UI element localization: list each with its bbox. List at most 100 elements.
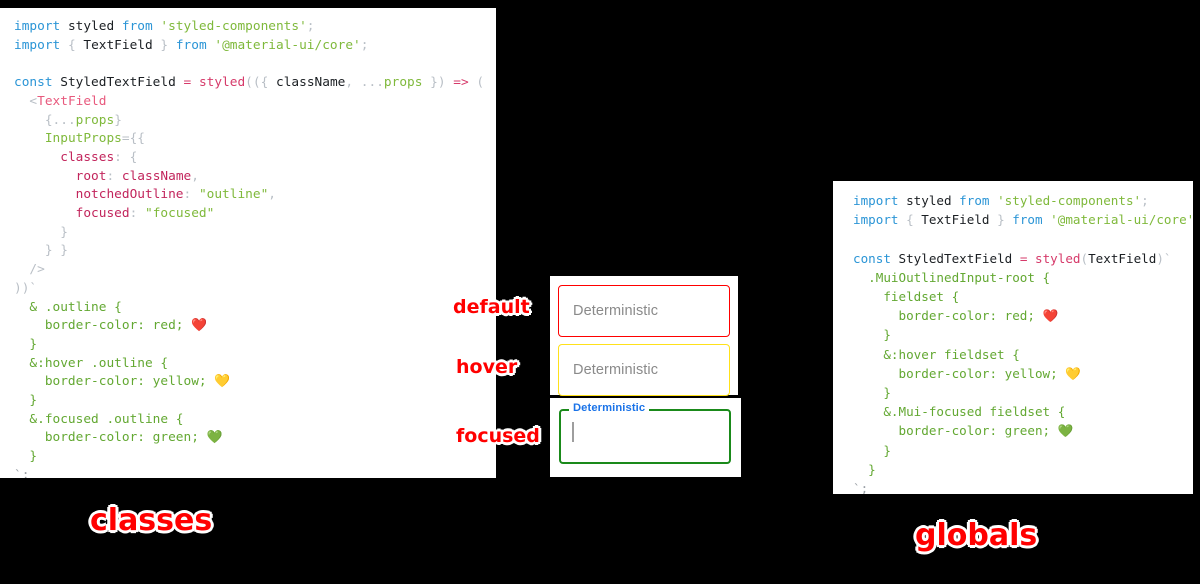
- code-token: & .outline {: [14, 299, 122, 315]
- code-block-classes: import styled from 'styled-components';i…: [14, 18, 496, 478]
- code-line: &.Mui-focused fieldset {: [853, 402, 1193, 421]
- code-panel-globals: import styled from 'styled-components';i…: [833, 181, 1193, 494]
- code-token: from: [1004, 212, 1051, 228]
- code-token: notchedOutline: [75, 187, 184, 203]
- code-token: StyledTextField: [60, 75, 184, 91]
- code-line: <TextField: [14, 93, 496, 112]
- code-token: TextField: [83, 37, 153, 53]
- code-token: '@material-ui/core': [214, 37, 361, 53]
- code-line: [853, 229, 1193, 248]
- code-token: '@material-ui/core': [1050, 212, 1193, 228]
- code-token: ,: [268, 187, 276, 203]
- code-token: 'styled-components': [160, 19, 307, 34]
- code-token: &:hover fieldset {: [853, 346, 1020, 362]
- code-line: import styled from 'styled-components';: [853, 191, 1193, 210]
- code-token: =>: [453, 75, 477, 91]
- code-line: }: [853, 383, 1193, 402]
- code-token: props: [383, 75, 423, 91]
- code-line: &.focused .outline {: [14, 411, 496, 430]
- code-line: const StyledTextField = styled(TextField…: [853, 249, 1193, 268]
- code-token: [14, 187, 76, 202]
- textfield-hover-value: Deterministic: [573, 362, 659, 378]
- code-token: ;: [360, 37, 369, 53]
- code-token: TextField: [1088, 250, 1157, 266]
- code-token: <: [14, 93, 38, 109]
- code-line: .MuiOutlinedInput-root {: [853, 268, 1193, 287]
- code-line: }: [14, 448, 496, 467]
- code-line: border-color: green; 💚: [853, 421, 1193, 440]
- textfield-default[interactable]: Deterministic: [558, 285, 730, 337]
- code-token: :: [106, 168, 122, 184]
- code-token: ...: [360, 75, 384, 91]
- code-line: classes: {: [14, 149, 496, 168]
- code-token: import: [853, 193, 907, 208]
- code-token: &.Mui-focused fieldset {: [853, 404, 1066, 420]
- annotation-classes-caption: classes: [90, 503, 213, 538]
- code-token: } }: [14, 243, 68, 259]
- code-token: StyledTextField: [898, 250, 1020, 266]
- code-token: &:hover .outline {: [14, 355, 169, 371]
- code-token: 💚: [206, 430, 223, 446]
- code-token: {: [260, 75, 277, 91]
- code-line: focused: "focused": [14, 205, 496, 224]
- code-token: }: [853, 442, 891, 458]
- code-line: border-color: red; ❤️: [853, 306, 1193, 325]
- code-token: styled: [67, 19, 122, 34]
- code-token: TextField: [921, 212, 990, 228]
- code-token: from: [168, 37, 215, 53]
- code-token: :: [183, 187, 199, 203]
- code-panel-classes: import styled from 'styled-components';i…: [0, 8, 496, 478]
- textfield-focused-outline: [559, 409, 731, 464]
- code-token: {: [906, 212, 922, 228]
- code-token: fieldset {: [853, 289, 960, 305]
- code-token: ={{: [121, 131, 145, 147]
- code-token: =: [183, 75, 199, 91]
- textfield-focused-label: Deterministic: [569, 401, 650, 415]
- code-token: &.focused .outline {: [14, 411, 184, 427]
- code-token: 💚: [1057, 423, 1074, 439]
- code-line: />: [14, 261, 496, 280]
- code-line: border-color: yellow; 💛: [853, 364, 1193, 383]
- code-token: ))`: [14, 280, 38, 296]
- code-line: border-color: green; 💚: [14, 429, 496, 448]
- code-token: }: [14, 336, 38, 352]
- code-line: }: [14, 392, 496, 411]
- code-token: />: [14, 262, 45, 278]
- code-line: [14, 55, 496, 74]
- code-line: &:hover fieldset {: [853, 345, 1193, 364]
- code-token: ,: [191, 168, 199, 184]
- code-token: from: [121, 19, 161, 34]
- code-token: focused: [75, 206, 130, 222]
- code-token: :: [129, 206, 145, 222]
- code-line: } }: [14, 242, 496, 261]
- code-line: fieldset {: [853, 287, 1193, 306]
- code-token: ((: [245, 75, 261, 91]
- code-line: InputProps={{: [14, 130, 496, 149]
- code-token: }: [853, 327, 891, 343]
- code-token: border-color: green;: [14, 430, 207, 446]
- code-token: const: [853, 250, 899, 266]
- text-caret-icon: [572, 422, 574, 442]
- code-token: }: [853, 385, 891, 401]
- code-token: TextField: [37, 93, 107, 109]
- code-token: styled: [198, 75, 246, 91]
- textfield-hover[interactable]: Deterministic: [558, 344, 730, 396]
- code-token: }: [989, 212, 1005, 228]
- code-line: import styled from 'styled-components';: [14, 18, 496, 37]
- code-token: import: [14, 19, 68, 34]
- code-token: ;: [306, 19, 315, 34]
- code-token: {: [14, 112, 53, 128]
- code-token: 💛: [1065, 365, 1081, 381]
- code-token: =: [1019, 250, 1035, 266]
- code-token: ): [437, 75, 454, 91]
- code-line: & .outline {: [14, 299, 496, 318]
- code-token: border-color: red;: [14, 318, 192, 334]
- code-line: import { TextField } from '@material-ui/…: [853, 210, 1193, 229]
- code-token: }: [14, 224, 68, 240]
- textfield-focused[interactable]: Deterministic: [559, 401, 731, 464]
- code-token: [14, 169, 76, 184]
- code-token: }: [14, 393, 38, 409]
- code-token: border-color: red;: [853, 308, 1043, 324]
- code-line: `;: [14, 467, 496, 478]
- code-line: &:hover .outline {: [14, 355, 496, 374]
